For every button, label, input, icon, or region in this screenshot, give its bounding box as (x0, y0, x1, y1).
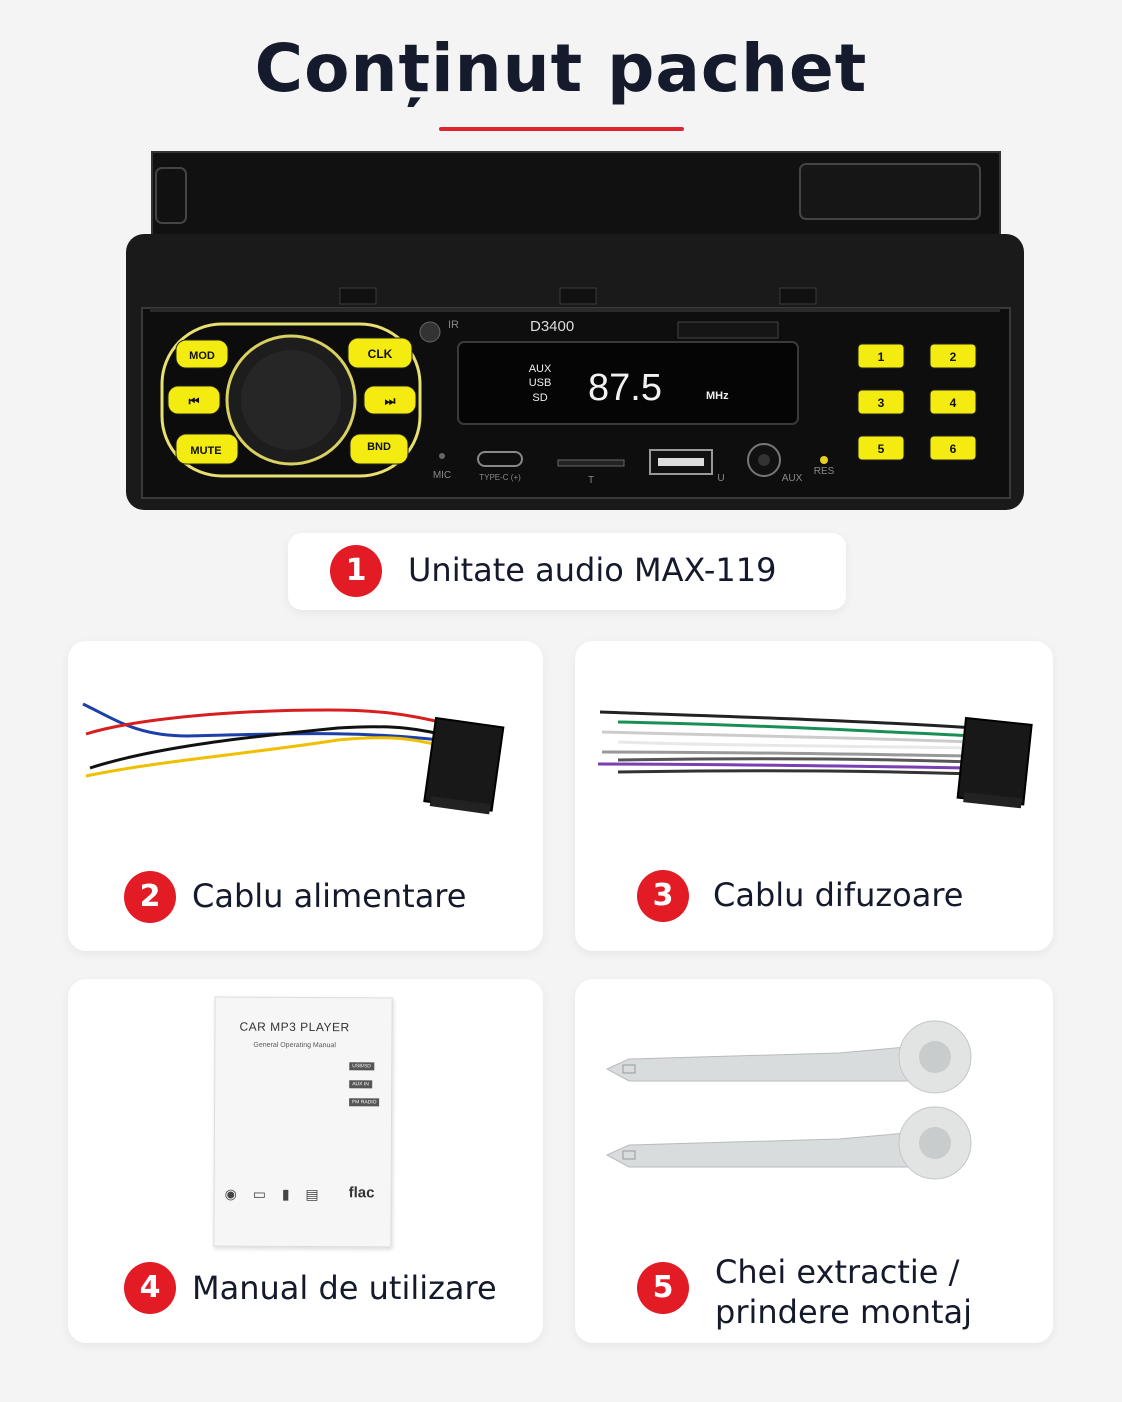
manual-tag: USB/SD (349, 1062, 374, 1071)
next-button[interactable] (363, 385, 417, 415)
clk-button[interactable] (347, 337, 413, 369)
port-label: U (717, 473, 724, 484)
preset-button-3[interactable] (857, 389, 905, 415)
preset-button-1[interactable] (857, 343, 905, 369)
manual-format-logo: flac (348, 1184, 375, 1202)
preset-label-1: 1 (878, 350, 885, 364)
item-number-badge: 2 (124, 871, 176, 923)
mode-usb: USB (529, 377, 552, 389)
mute-button[interactable] (175, 433, 239, 465)
manual-title: CAR MP3 PLAYER (239, 1019, 350, 1035)
item-label: Cablu difuzoare (713, 876, 964, 914)
mute-label: MUTE (190, 445, 221, 457)
port-label: RES (814, 466, 835, 477)
item-card-2: 2 Cablu alimentare (68, 641, 543, 951)
mode-aux: AUX (529, 363, 552, 375)
preset-label-3: 3 (878, 396, 885, 410)
item-card-1: 1 Unitate audio MAX-119 (288, 533, 846, 610)
port-label: AUX (782, 473, 803, 484)
preset-label-2: 2 (950, 350, 957, 364)
item-label: Cablu alimentare (192, 877, 467, 915)
manual-tag: FM RADIO (349, 1098, 380, 1107)
manual-booklet: CAR MP3 PLAYER General Operating Manual … (213, 996, 393, 1248)
mod-button[interactable] (175, 339, 229, 369)
frequency-digits: 87.5 (588, 367, 662, 409)
item-number-badge: 1 (330, 545, 382, 597)
lcd-display (457, 341, 799, 425)
item-card-5: 5 Chei extractie / prindere montaj (575, 979, 1053, 1343)
clk-label: CLK (368, 347, 393, 361)
port-label: T (588, 475, 594, 486)
bnd-label: BND (367, 441, 391, 453)
item-number-badge: 5 (637, 1262, 689, 1314)
port-label: TYPE-C (+) (479, 473, 521, 482)
car-radio-illustration: MOD CLK ⏮ ⏭ MUTE BND IR D3400 AUX USB SD… (126, 151, 1024, 510)
preset-button-5[interactable] (857, 435, 905, 461)
item-number-badge: 4 (124, 1262, 176, 1314)
item-card-4: CAR MP3 PLAYER General Operating Manual … (68, 979, 543, 1343)
frequency-unit: MHz (706, 390, 729, 402)
item-card-3: 3 Cablu difuzoare (575, 641, 1053, 951)
power-cable-image (82, 702, 505, 815)
manual-icons: ◉ ▭ ▮ ▤ (224, 1185, 325, 1203)
mode-sd: SD (532, 392, 547, 404)
next-icon: ⏭ (385, 394, 396, 408)
manual-subtitle: General Operating Manual (253, 1041, 336, 1050)
item-label: Unitate audio MAX-119 (408, 551, 777, 589)
preset-button-6[interactable] (929, 435, 977, 461)
ir-label: IR (448, 319, 459, 331)
model-label: D3400 (530, 318, 574, 335)
preset-button-4[interactable] (929, 389, 977, 415)
speaker-cable-image (597, 710, 1033, 809)
item-label-line1: Chei extractie / (715, 1253, 960, 1291)
item-label: Manual de utilizare (192, 1269, 497, 1307)
preset-label-4: 4 (950, 396, 957, 410)
prev-icon: ⏮ (189, 394, 200, 408)
bnd-button[interactable] (349, 433, 409, 465)
preset-label-5: 5 (878, 442, 885, 456)
manual-tag: AUX IN (349, 1080, 372, 1089)
prev-button[interactable] (167, 385, 221, 415)
preset-label-6: 6 (950, 442, 957, 456)
extraction-keys-image (605, 1020, 972, 1180)
title-underline (439, 127, 684, 131)
preset-button-2[interactable] (929, 343, 977, 369)
item-number-badge: 3 (637, 870, 689, 922)
port-label: MIC (433, 470, 451, 481)
mod-label: MOD (189, 350, 215, 362)
item-label-line2: prindere montaj (715, 1293, 973, 1331)
page-title: Conținut pachet (254, 30, 868, 107)
